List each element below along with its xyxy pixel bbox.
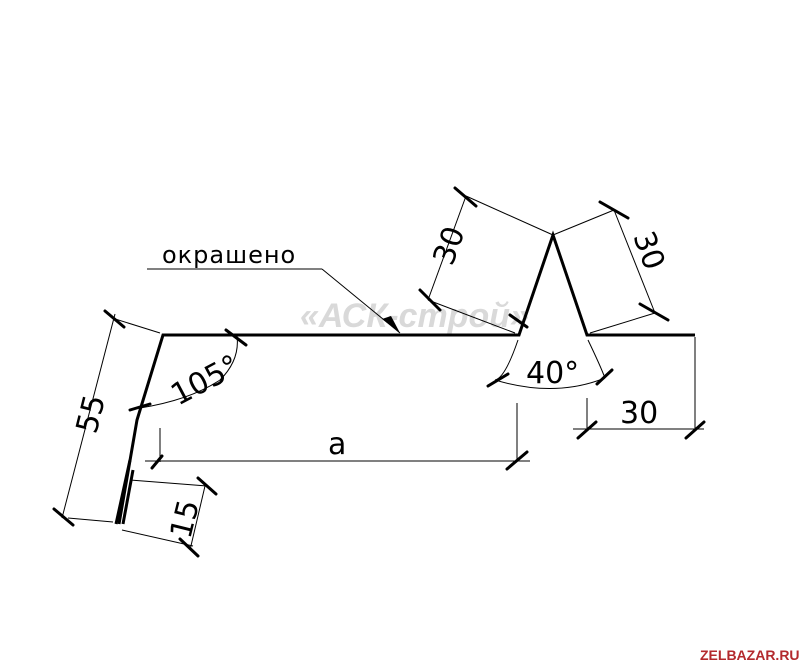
- site-watermark: ZELBAZAR.RU: [700, 647, 800, 663]
- watermark-text: «АСК-строй»: [300, 297, 529, 335]
- dim-length: a: [328, 427, 346, 462]
- tick-marks: [52, 186, 706, 558]
- leader-arrow: [382, 316, 400, 333]
- dim-ridge-right: 30: [625, 227, 671, 275]
- coating-label: окрашено: [162, 241, 296, 269]
- profile-outline: [114, 230, 695, 525]
- dim-ridge-left: 30: [427, 222, 473, 270]
- dim-angle-bend: 105°: [165, 348, 245, 413]
- dim-flange-height: 55: [70, 391, 113, 437]
- dim-ridge-angle: 40°: [526, 356, 579, 391]
- dim-right-flange: 30: [620, 396, 658, 431]
